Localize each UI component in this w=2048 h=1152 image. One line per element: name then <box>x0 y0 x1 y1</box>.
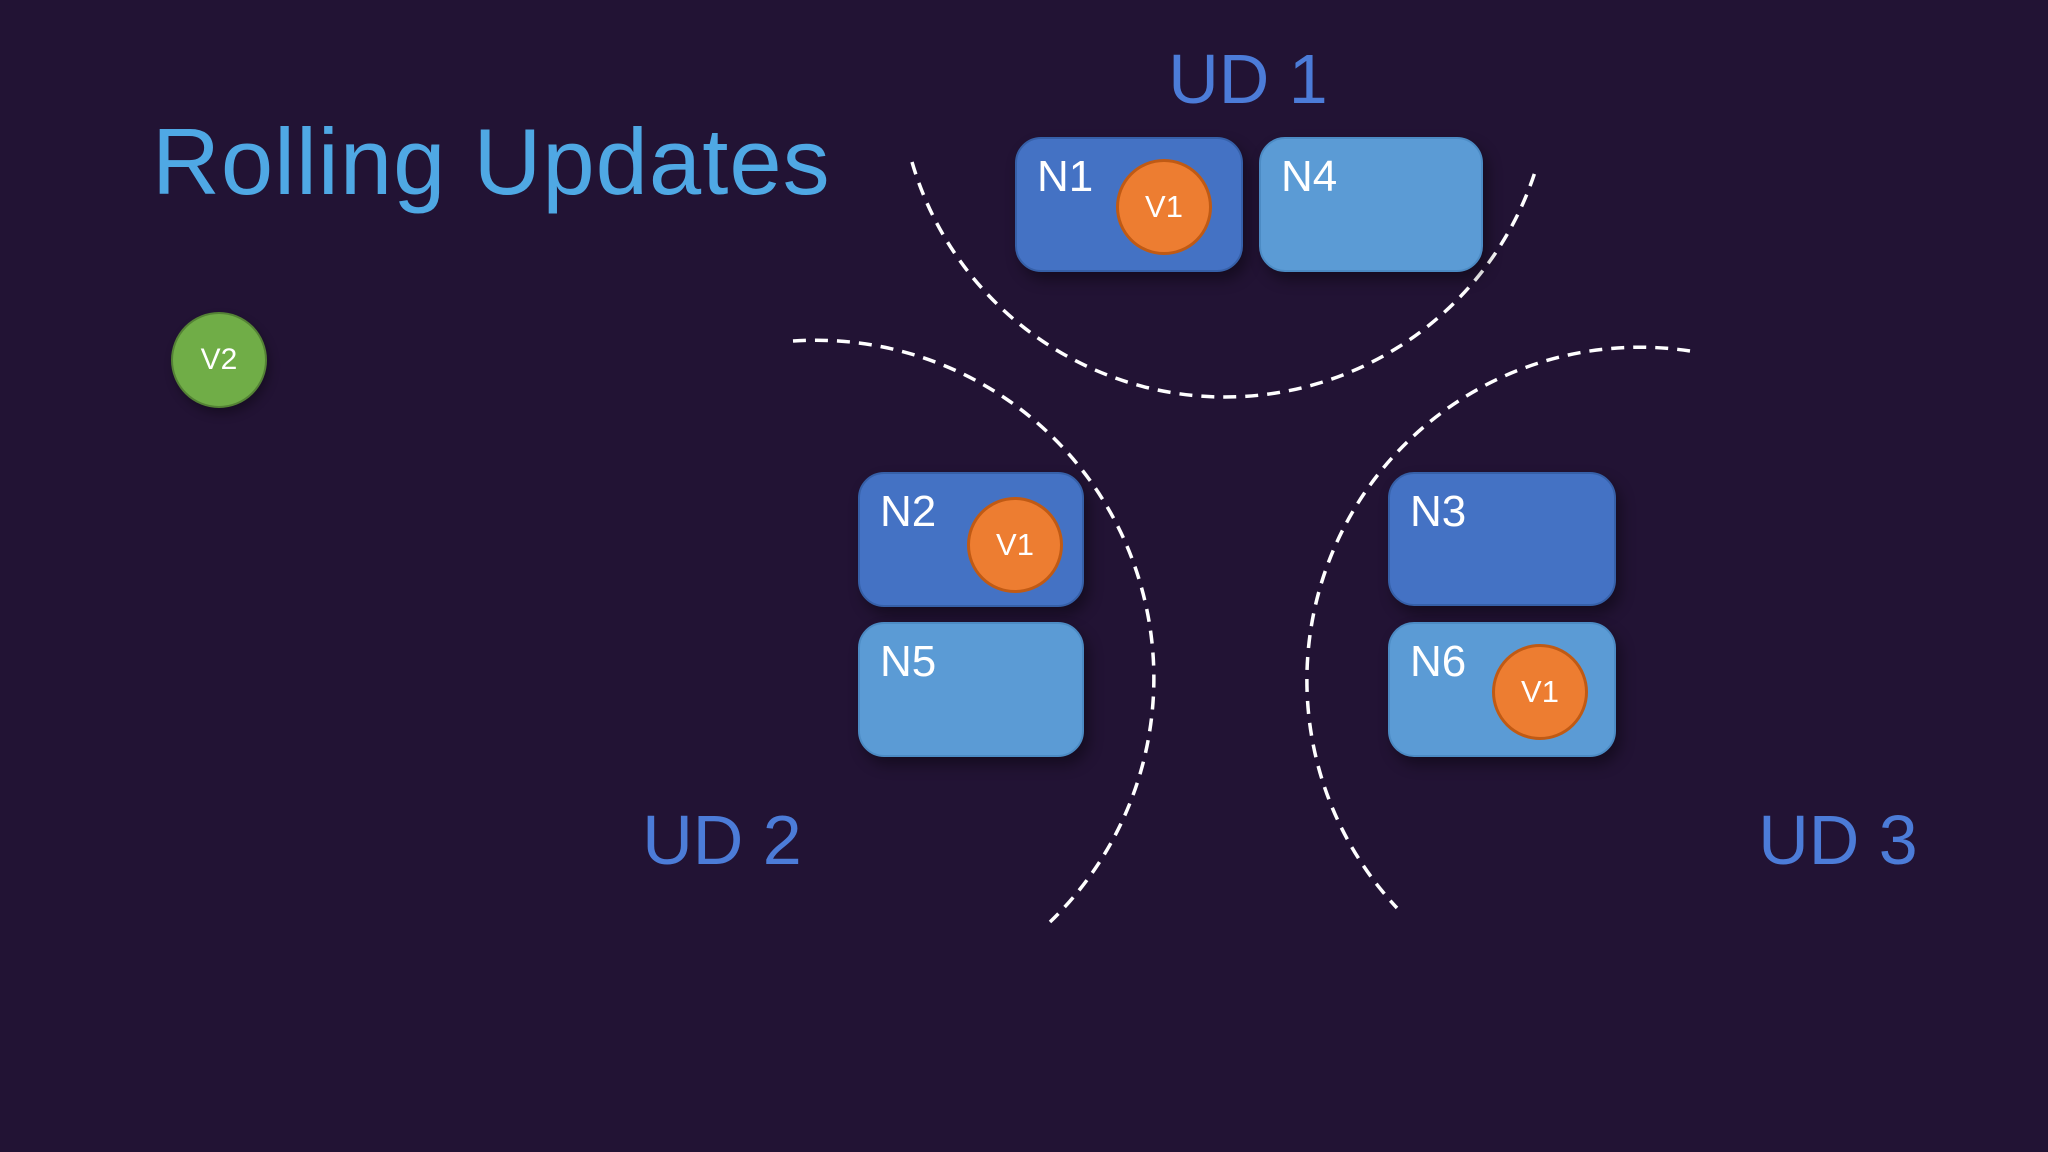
node-n3: N3 <box>1388 472 1616 606</box>
node-n2: N2 V1 <box>858 472 1084 607</box>
node-n6-label: N6 <box>1410 637 1467 686</box>
domain-label-ud1: UD 1 <box>1168 40 1328 118</box>
node-n4-label: N4 <box>1281 152 1338 201</box>
node-n1: N1 V1 <box>1015 137 1243 272</box>
node-n3-label: N3 <box>1410 487 1467 536</box>
domain-label-ud2: UD 2 <box>642 801 802 879</box>
vm-v1-on-n2-label: V1 <box>996 527 1034 562</box>
vm-v1-on-n2: V1 <box>967 497 1063 593</box>
node-n4: N4 <box>1259 137 1483 272</box>
available-version-badge: V2 <box>171 312 267 408</box>
vm-v1-on-n1-label: V1 <box>1145 189 1183 224</box>
node-n2-label: N2 <box>880 487 937 536</box>
node-n1-label: N1 <box>1037 152 1094 201</box>
node-n5-label: N5 <box>880 637 937 686</box>
vm-v1-on-n6: V1 <box>1492 644 1588 740</box>
available-version-label: V2 <box>200 343 238 376</box>
node-n6: N6 V1 <box>1388 622 1616 757</box>
domain-label-ud3: UD 3 <box>1758 801 1918 879</box>
vm-v1-on-n1: V1 <box>1116 159 1212 255</box>
slide-title: Rolling Updates <box>152 109 831 214</box>
node-n5: N5 <box>858 622 1084 757</box>
vm-v1-on-n6-label: V1 <box>1521 674 1559 709</box>
